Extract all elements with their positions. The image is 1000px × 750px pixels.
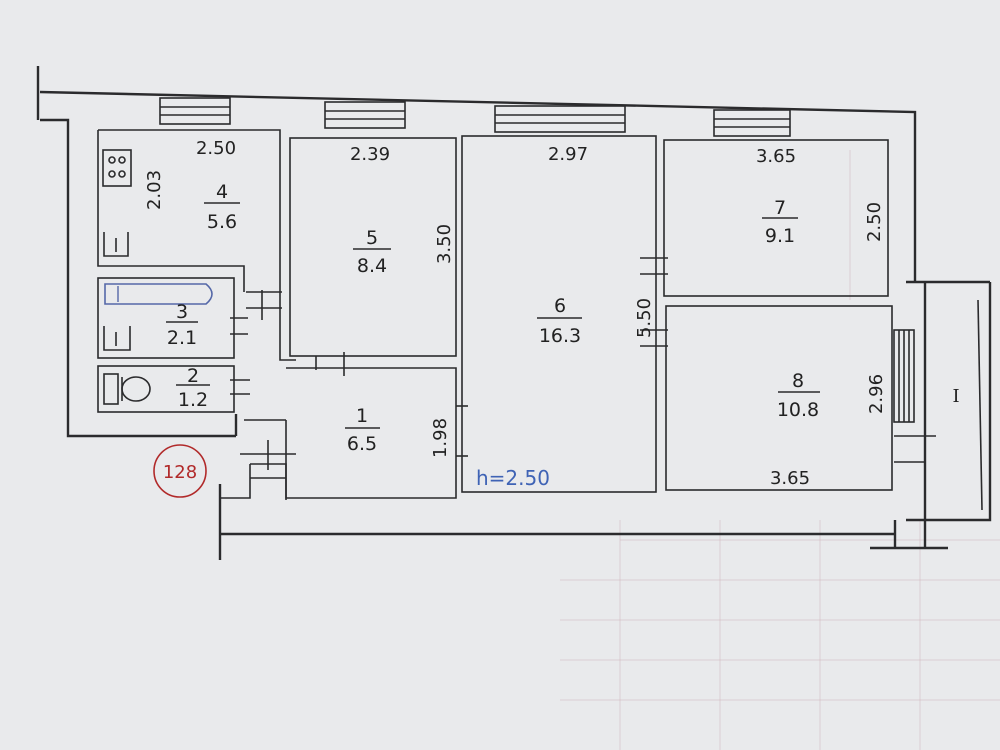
room-6-area: 16.3	[539, 325, 581, 347]
room-8-width: 3.65	[770, 468, 810, 489]
room-7-depth: 2.50	[864, 202, 885, 242]
room-2-area: 1.2	[178, 389, 208, 411]
room-4-area: 5.6	[207, 211, 237, 233]
room-labels: 4 5.6 5 8.4 3 2.1 2 1.2 1 6.5 6 16.3 7 9…	[166, 181, 820, 455]
room-6-number: 6	[554, 295, 566, 317]
paper-grid	[560, 150, 1000, 750]
room-4-width: 2.50	[196, 138, 236, 159]
room-7-width: 3.65	[756, 146, 796, 167]
apartment-stamp	[153, 444, 207, 498]
fixtures	[102, 149, 213, 405]
bathtub-icon	[104, 283, 213, 305]
room-6-depth: 5.50	[634, 298, 655, 338]
room-7-area: 9.1	[765, 225, 795, 247]
room-1-area: 6.5	[347, 433, 377, 455]
room-8-area: 10.8	[777, 399, 819, 421]
room-7-number: 7	[774, 197, 786, 219]
room-1-depth: 1.98	[430, 418, 451, 458]
outer-walls	[36, 66, 992, 560]
room-3-number: 3	[176, 301, 188, 323]
room-6-width: 2.97	[548, 144, 588, 165]
room-5-depth: 3.50	[434, 224, 455, 264]
windows	[159, 97, 791, 137]
dimensions: 2.50 2.03 2.39 3.50 2.97 5.50 3.65 2.50 …	[144, 138, 887, 489]
room-4-depth: 2.03	[144, 170, 165, 210]
room-4-number: 4	[216, 181, 228, 203]
room-3-area: 2.1	[167, 327, 197, 349]
stair-label: I	[952, 386, 959, 407]
room-1-number: 1	[356, 405, 368, 427]
bath-sink-icon	[103, 326, 131, 351]
room-8-number: 8	[792, 370, 804, 392]
door-marks	[230, 257, 668, 470]
ceiling-height-note: h=2.50	[476, 466, 550, 490]
apartment-number: 128	[163, 462, 197, 483]
room-5-area: 8.4	[357, 255, 387, 277]
kitchen-sink-icon	[103, 232, 129, 257]
stove-icon	[102, 149, 132, 187]
room-8-depth: 2.96	[866, 374, 887, 414]
toilet-icon	[103, 373, 119, 405]
room-5-number: 5	[366, 227, 378, 249]
room-5-width: 2.39	[350, 144, 390, 165]
room-2-number: 2	[187, 365, 199, 387]
